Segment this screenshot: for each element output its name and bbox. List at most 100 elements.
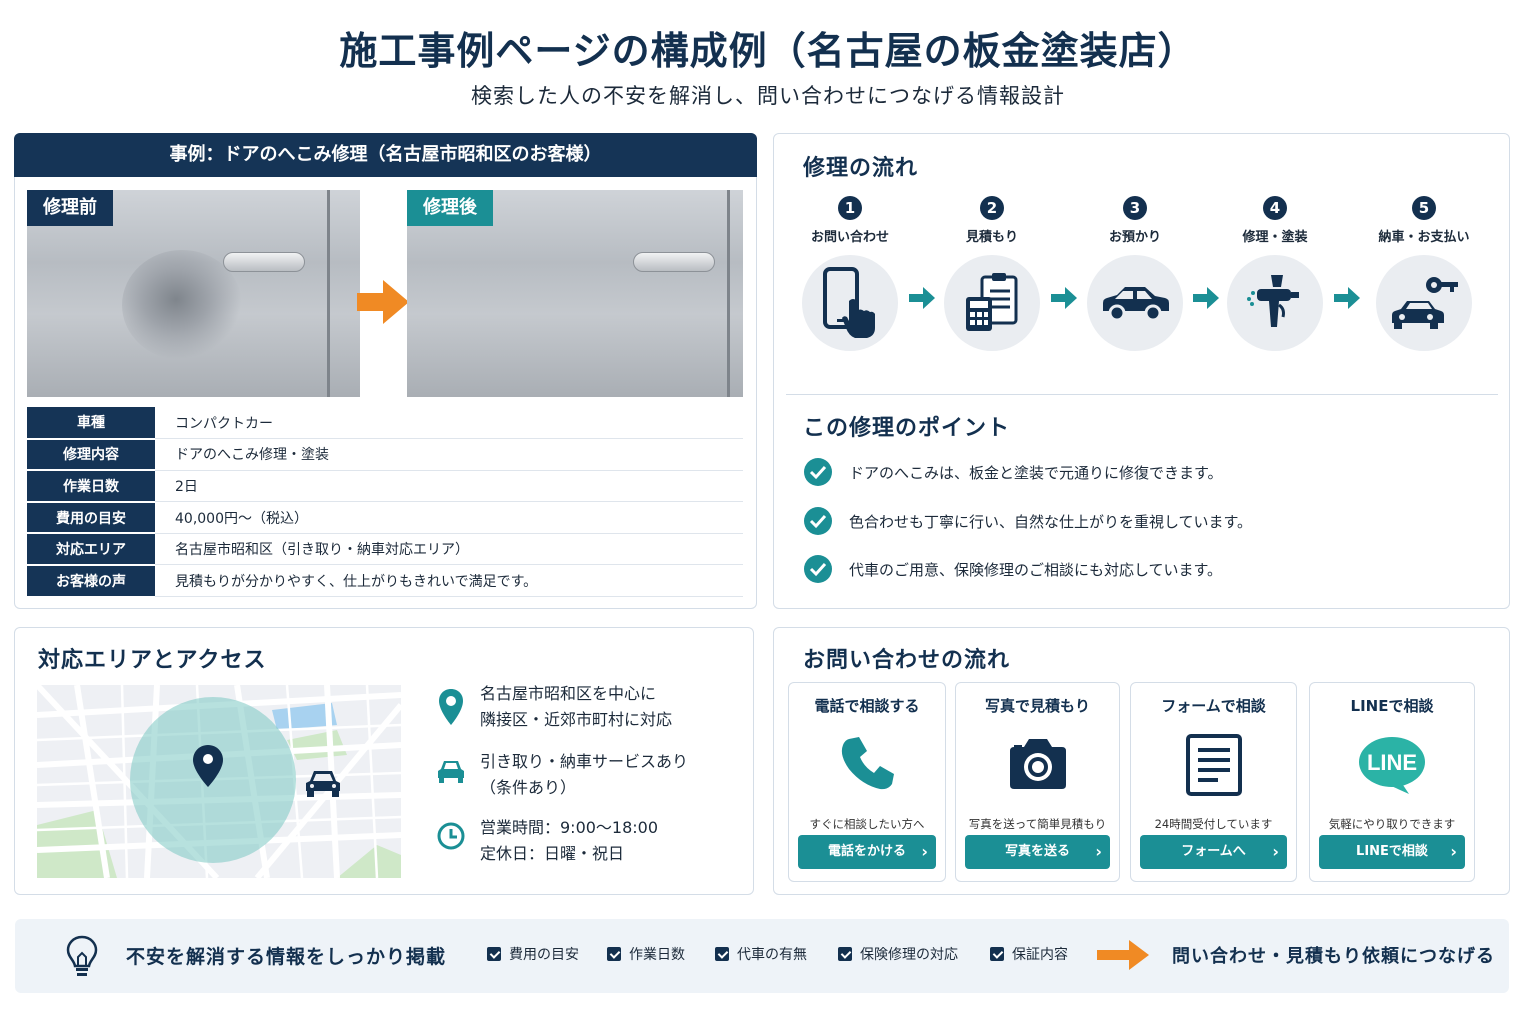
button-label: LINEで相談 [1356,844,1428,859]
table-row: 車種コンパクトカー [27,407,743,440]
checkbox-icon [487,947,501,961]
phone-icon [841,737,894,790]
spec-key: お客様の声 [27,564,155,598]
chevron-right-icon: › [1450,842,1457,861]
chevron-right-icon: › [1272,842,1279,861]
step-label: お問い合わせ [810,230,889,245]
form-button[interactable]: フォームへ › [1140,835,1287,869]
list-item: 色合わせも丁寧に行い、自然な仕上がりを重視しています。 [803,505,1252,537]
step-icon-circle [1376,255,1472,351]
call-button[interactable]: 電話をかける › [798,835,936,869]
spec-value: コンパクトカー [155,407,743,440]
hours-line-1: 営業時間：9:00〜18:00 [480,818,659,837]
send-photo-button[interactable]: 写真を送る › [965,835,1110,869]
area-line-2: 隣接区・近郊市町村に対応 [480,710,673,729]
pickup-line-1: 引き取り・納車サービスあり [480,752,689,771]
step-number: 2 [980,196,1004,220]
flow-step-inquiry: 1 お問い合わせ [790,196,910,351]
spec-value: 名古屋市昭和区（引き取り・納車対応エリア） [155,533,743,566]
before-label: 修理前 [27,190,113,226]
step-icon-circle [1227,255,1323,351]
check-label: 代車の有無 [737,947,807,963]
checklist-item: 保証内容 [990,944,1068,964]
car-icon [1103,287,1169,322]
spec-key: 費用の目安 [27,501,155,535]
button-label: 写真を送る [1004,844,1070,859]
list-item: 代車のご用意、保険修理のご相談にも対応しています。 [803,553,1222,585]
point-text: ドアのへこみは、板金と塗装で元通りに修復できます。 [849,463,1223,482]
hours-line-2: 定休日：日曜・祝日 [480,844,625,863]
check-circle-icon [804,507,832,535]
step-label: お預かり [1108,230,1161,245]
spray-gun-icon [1247,275,1299,327]
car-key-icon [1392,277,1458,329]
step-icon-circle [944,255,1040,351]
divider [786,394,1498,395]
flow-step-repair: 4 修理・塗装 [1215,196,1335,351]
contact-heading: お問い合わせの流れ [803,648,1011,673]
contact-option-phone: 電話で相談する すぐに相談したい方へ 電話をかける › [788,682,946,882]
flow-heading: 修理の流れ [803,156,919,181]
checklist-item: 作業日数 [607,944,685,964]
contact-desc: 24時間受付しています [1154,817,1273,831]
step-number: 3 [1123,196,1147,220]
spec-value: ドアのへこみ修理・塗装 [155,438,743,471]
contact-desc: 気軽にやり取りできます [1328,817,1456,831]
step-label: 修理・塗装 [1242,230,1308,245]
flow-arrow-icon [909,287,935,309]
flow-step-delivery: 5 納車・お支払い [1364,196,1484,351]
step-number: 4 [1263,196,1287,220]
info-hours: 営業時間：9:00〜18:00 定休日：日曜・祝日 [436,815,658,867]
flow-step-estimate: 2 見積もり [932,196,1052,351]
chevron-right-icon: › [1095,842,1102,861]
spec-value: 2日 [155,470,743,503]
step-icon-circle [802,255,898,351]
spec-key: 作業日数 [27,470,155,503]
checkbox-icon [838,947,852,961]
contact-title: 電話で相談する [814,697,920,715]
area-line-1: 名古屋市昭和区を中心に [480,684,657,703]
form-icon [1185,734,1242,796]
table-row: お客様の声見積もりが分かりやすく、仕上がりもきれいで満足です。 [27,564,743,598]
smartphone-tap-icon [823,267,875,338]
page-title: 施工事例ページの構成例（名古屋の板金塗装店） [339,29,1197,73]
step-number: 1 [838,196,862,220]
checkbox-icon [715,947,729,961]
contact-desc: 写真を送って簡単見積もり [968,817,1107,831]
arrow-right-icon [357,280,409,324]
map-pin-icon [193,745,223,787]
check-label: 作業日数 [629,947,685,963]
chevron-right-icon: › [921,842,928,861]
flow-arrow-icon [1334,287,1360,309]
point-text: 色合わせも丁寧に行い、自然な仕上がりを重視しています。 [849,512,1253,531]
step-label: 納車・お支払い [1378,230,1470,245]
calculator-clipboard-icon [966,273,1018,331]
contact-title: 写真で見積もり [984,697,1090,715]
table-row: 対応エリア名古屋市昭和区（引き取り・納車対応エリア） [27,533,743,566]
access-heading: 対応エリアとアクセス [38,648,267,673]
checkbox-icon [990,947,1004,961]
info-area: 名古屋市昭和区を中心に 隣接区・近郊市町村に対応 [436,681,672,733]
line-button[interactable]: LINEで相談 › [1319,835,1465,869]
contact-option-form: フォームで相談 24時間受付しています フォームへ › [1130,682,1297,882]
check-label: 保険修理の対応 [860,947,958,963]
step-label: 見積もり [965,230,1018,245]
summary-tail: 問い合わせ・見積もり依頼につなげる [1172,946,1495,967]
spec-key: 車種 [27,407,155,440]
button-label: フォームへ [1181,844,1246,859]
contact-desc: すぐに相談したい方へ [809,817,925,831]
button-label: 電話をかける [827,844,906,859]
camera-icon [1009,739,1066,789]
after-label: 修理後 [407,190,493,226]
contact-option-line: LINEで相談 LINE 気軽にやり取りできます LINEで相談 › [1309,682,1475,882]
point-text: 代車のご用意、保険修理のご相談にも対応しています。 [849,560,1223,579]
spec-key: 対応エリア [27,533,155,566]
clock-icon [437,822,465,850]
service-area-map[interactable] [37,685,401,878]
flow-arrow-icon [1193,287,1219,309]
table-row: 修理内容ドアのへこみ修理・塗装 [27,438,743,472]
check-circle-icon [804,555,832,583]
flow-step-dropoff: 3 お預かり [1075,196,1195,351]
